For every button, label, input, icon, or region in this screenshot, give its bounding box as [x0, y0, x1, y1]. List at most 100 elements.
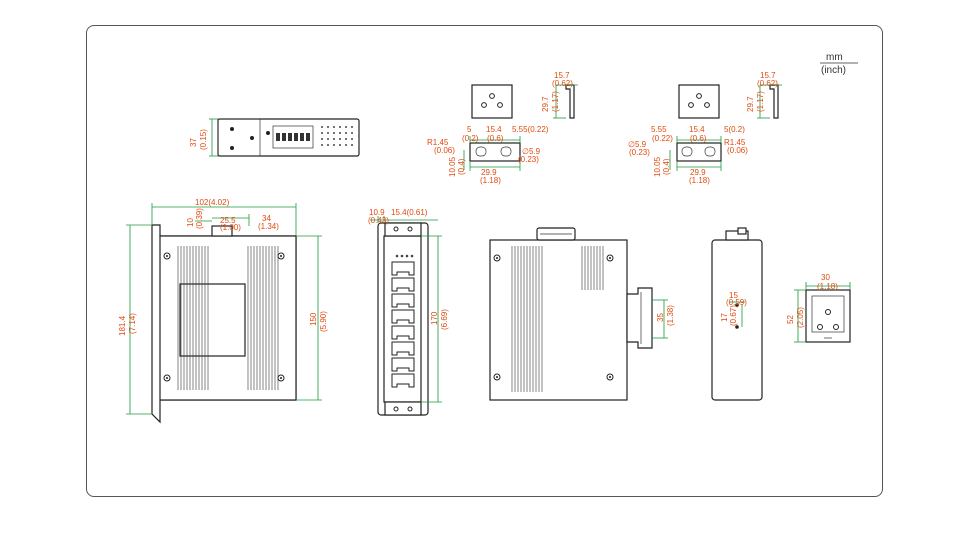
- dim-170-in: (6.69): [440, 309, 449, 330]
- vent-dot: [327, 126, 329, 128]
- narrow-view-drawing: 15 (0.59) 17 (0.67): [711, 227, 763, 401]
- side-view-drawing: 10.9 (0.43) 15.4(0.61) 170 (6.69): [368, 208, 449, 416]
- rj45-port: [391, 261, 415, 276]
- dim-15-7: 15.7: [760, 71, 776, 80]
- dim-10-05-in: (0.4): [457, 158, 466, 175]
- dim-17: 17: [720, 313, 729, 322]
- dim-15-4: 15.4(0.61): [391, 208, 428, 217]
- dim-170: 170: [430, 311, 439, 325]
- dim-phi-5-9: ∅5.9: [522, 147, 541, 156]
- dim-5: 5: [467, 125, 472, 134]
- dim-r1-45-in: (0.06): [727, 146, 748, 155]
- rj45-port: [391, 325, 415, 340]
- front-view-drawing: 102(4.02) 10 (0.39) 25.5 (1.00) 34 (1.34…: [118, 198, 328, 424]
- dim-10-05: 10.05: [653, 156, 662, 177]
- vent-dot: [339, 138, 341, 140]
- dim-10-05: 10.05: [448, 156, 457, 177]
- dim-29-9-in: (1.18): [480, 176, 501, 185]
- din-clip-drawing: 30 (1.18) 52 (2.05): [786, 273, 851, 343]
- dim-102: 102(4.02): [195, 198, 230, 207]
- rj45-port: [391, 341, 415, 356]
- dim-29-9-in: (1.18): [689, 176, 710, 185]
- dim-phi-5-9-in: (0.23): [629, 148, 650, 157]
- dim-15-4: 15.4: [689, 125, 705, 134]
- vent-dot: [345, 144, 347, 146]
- dim-29-9: 29.9: [481, 168, 497, 177]
- unit-mm: mm: [826, 52, 843, 63]
- dim-25-5-in: (1.00): [220, 223, 241, 232]
- dim-37: 37: [189, 138, 198, 147]
- dim-phi-5-9-in: (0.23): [518, 155, 539, 164]
- rj45-port: [391, 357, 415, 372]
- bracket-right-drawing: 15.7 (0.62) 29.7 (1.17) 5.55 (0.22) 15.4…: [628, 71, 782, 185]
- vent-dot: [321, 138, 323, 140]
- dim-35: 35: [656, 313, 665, 322]
- dim-15-4: 15.4: [486, 125, 502, 134]
- dim-52-in: (2.05): [796, 307, 805, 328]
- dim-150-in: (5.90): [319, 311, 328, 332]
- units-legend: mm (inch): [820, 52, 858, 76]
- vent-dot: [345, 138, 347, 140]
- dim-5-55: 5.55: [651, 125, 667, 134]
- bracket-left-drawing: 15.7 (0.62) 29.7 (1.17) 5 (0.2) 15.4 (0.…: [427, 71, 578, 185]
- vent-dot: [351, 126, 353, 128]
- dim-35-in: (1.38): [666, 305, 675, 326]
- dim-181-4: 181.4: [118, 315, 127, 336]
- dim-150: 150: [309, 312, 318, 326]
- dim-15-4-in: (0.6): [690, 134, 707, 143]
- vent-dot: [339, 126, 341, 128]
- dim-52: 52: [786, 315, 795, 324]
- dim-10-9-in: (0.43): [368, 216, 389, 225]
- vent-dot: [321, 144, 323, 146]
- dim-37-in: (0.15): [199, 129, 208, 150]
- dim-29-7: 29.7: [541, 96, 550, 112]
- vent-dot: [351, 144, 353, 146]
- vent-dot: [351, 132, 353, 134]
- top-view-module: 37 (0.15): [189, 118, 360, 157]
- dim-15-4-in: (0.6): [487, 134, 504, 143]
- vent-dot: [327, 138, 329, 140]
- vent-dot: [339, 144, 341, 146]
- dim-5-55-in: (0.22): [652, 134, 673, 143]
- dim-r1-45: R1.45: [724, 138, 746, 147]
- dim-34-in: (1.34): [258, 222, 279, 231]
- dim-5-in: (0.2): [462, 134, 479, 143]
- dim-25-5: 25.5: [220, 216, 236, 225]
- rj45-port: [391, 309, 415, 324]
- dim-17-in: (0.67): [729, 305, 738, 326]
- vent-dot: [333, 126, 335, 128]
- dim-30-in: (1.18): [817, 282, 838, 291]
- dim-10-9: 10.9: [369, 208, 385, 217]
- vent-dot: [333, 138, 335, 140]
- dim-29-7-in: (1.17): [551, 91, 560, 112]
- vent-dot: [345, 132, 347, 134]
- dim-r1-45: R1.45: [427, 138, 449, 147]
- dim-29-9: 29.9: [690, 168, 706, 177]
- vent-dot: [321, 126, 323, 128]
- rear-view-drawing: 35 (1.38): [489, 227, 675, 401]
- dim-15-7: 15.7: [554, 71, 570, 80]
- rj45-port: [391, 277, 415, 292]
- vent-dot: [327, 132, 329, 134]
- dim-10-05-in: (0.4): [662, 158, 671, 175]
- dim-5: 5(0.2): [724, 125, 745, 134]
- dim-29-7-in: (1.17): [756, 91, 765, 112]
- dim-15-7-in: (0.62): [757, 79, 778, 88]
- dim-30: 30: [821, 273, 830, 282]
- vent-dot: [327, 144, 329, 146]
- vent-dot: [339, 132, 341, 134]
- dim-15: 15: [729, 291, 738, 300]
- vent-dot: [333, 144, 335, 146]
- dim-15-7-in: (0.62): [552, 79, 573, 88]
- rj45-port: [391, 373, 415, 388]
- dim-10-in: (0.39): [195, 208, 204, 229]
- dim-r1-45-in: (0.06): [434, 146, 455, 155]
- dim-10: 10: [186, 218, 195, 227]
- vent-dot: [333, 132, 335, 134]
- dim-phi-5-9: ∅5.9: [628, 140, 647, 149]
- vent-dot: [351, 138, 353, 140]
- unit-inch: (inch): [821, 65, 846, 76]
- dim-181-4-in: (7.14): [128, 313, 137, 334]
- vent-dot: [321, 132, 323, 134]
